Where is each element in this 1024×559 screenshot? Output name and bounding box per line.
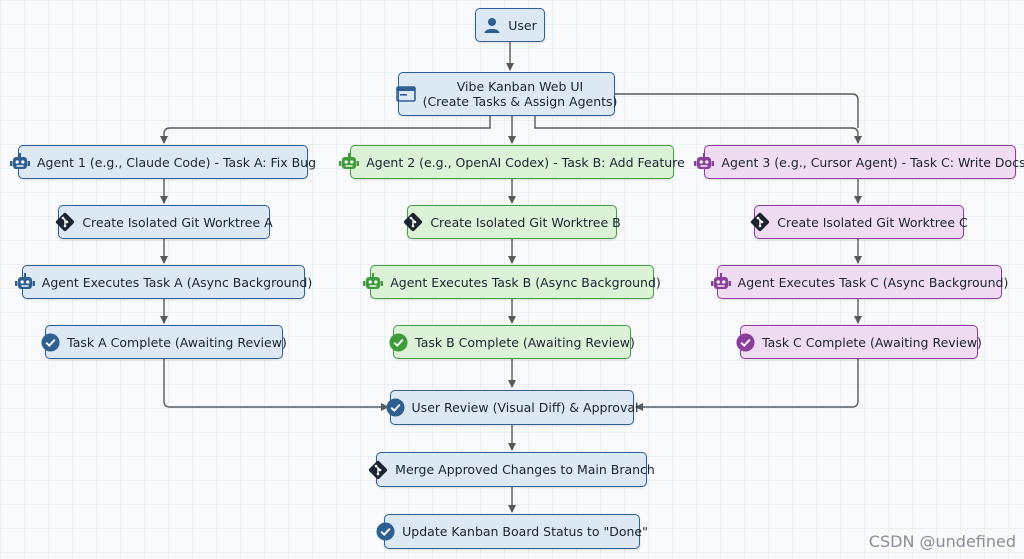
execute-c-label: Agent Executes Task C (Async Background) (737, 274, 1009, 290)
execute-a-label: Agent Executes Task A (Async Background) (41, 274, 313, 290)
git-icon (55, 212, 75, 232)
watermark: CSDN @undefined (868, 532, 1016, 551)
git-icon (750, 212, 770, 232)
worktree-b-label: Create Isolated Git Worktree B (430, 214, 621, 230)
agent-c-node: Agent 3 (e.g., Cursor Agent) - Task C: W… (694, 145, 1024, 179)
update-label: Update Kanban Board Status to "Done" (402, 524, 648, 539)
complete-a-node: Task A Complete (Awaiting Review) (41, 325, 287, 359)
complete-b-node: Task B Complete (Awaiting Review) (389, 325, 635, 359)
check-circle-icon (736, 332, 755, 352)
git-icon (403, 212, 423, 232)
review-label: User Review (Visual Diff) & Approval (411, 400, 639, 415)
execute-b-node: Agent Executes Task B (Async Background) (363, 265, 661, 299)
execute-b-label: Agent Executes Task B (Async Background) (390, 274, 661, 290)
execute-c-node: Agent Executes Task C (Async Background) (710, 265, 1008, 299)
user-icon (483, 16, 501, 34)
execute-a-node: Agent Executes Task A (Async Background) (14, 265, 312, 299)
robot-icon (694, 153, 715, 171)
complete-c-label: Task C Complete (Awaiting Review) (762, 334, 982, 350)
complete-c-node: Task C Complete (Awaiting Review) (736, 325, 982, 359)
complete-a-label: Task A Complete (Awaiting Review) (67, 334, 287, 350)
agent-a-node: Agent 1 (e.g., Claude Code) - Task A: Fi… (9, 145, 316, 179)
worktree-b-node: Create Isolated Git Worktree B (404, 205, 621, 239)
robot-icon (9, 153, 30, 171)
check-circle-icon (376, 522, 395, 541)
worktree-a-node: Create Isolated Git Worktree A (55, 205, 273, 239)
robot-icon (14, 273, 35, 291)
agent-b-label: Agent 2 (e.g., OpenAI Codex) - Task B: A… (366, 154, 685, 170)
user-label: User (508, 17, 537, 33)
webui-title: Vibe Kanban Web UI (456, 79, 584, 94)
complete-b-label: Task B Complete (Awaiting Review) (415, 334, 635, 350)
agent-a-label: Agent 1 (e.g., Claude Code) - Task A: Fi… (36, 154, 317, 170)
robot-icon (710, 273, 731, 291)
worktree-c-label: Create Isolated Git Worktree C (777, 214, 968, 230)
check-circle-icon (386, 398, 405, 417)
browser-window-icon (395, 86, 416, 102)
user-node: User (475, 8, 545, 42)
review-node: User Review (Visual Diff) & Approval (386, 390, 638, 425)
webui-subtitle: (Create Tasks & Assign Agents) (422, 94, 618, 109)
merge-node: Merge Approved Changes to Main Branch (369, 452, 655, 487)
update-node: Update Kanban Board Status to "Done" (376, 514, 648, 549)
git-icon (368, 460, 388, 480)
agent-c-label: Agent 3 (e.g., Cursor Agent) - Task C: W… (721, 154, 1024, 170)
agent-b-node: Agent 2 (e.g., OpenAI Codex) - Task B: A… (339, 145, 685, 179)
webui-node: Vibe Kanban Web UI (Create Tasks & Assig… (395, 72, 618, 116)
robot-icon (363, 273, 384, 291)
worktree-a-label: Create Isolated Git Worktree A (82, 214, 273, 230)
check-circle-icon (389, 332, 408, 352)
merge-label: Merge Approved Changes to Main Branch (395, 462, 655, 477)
worktree-c-node: Create Isolated Git Worktree C (751, 205, 968, 239)
robot-icon (339, 153, 360, 171)
check-circle-icon (41, 332, 60, 352)
